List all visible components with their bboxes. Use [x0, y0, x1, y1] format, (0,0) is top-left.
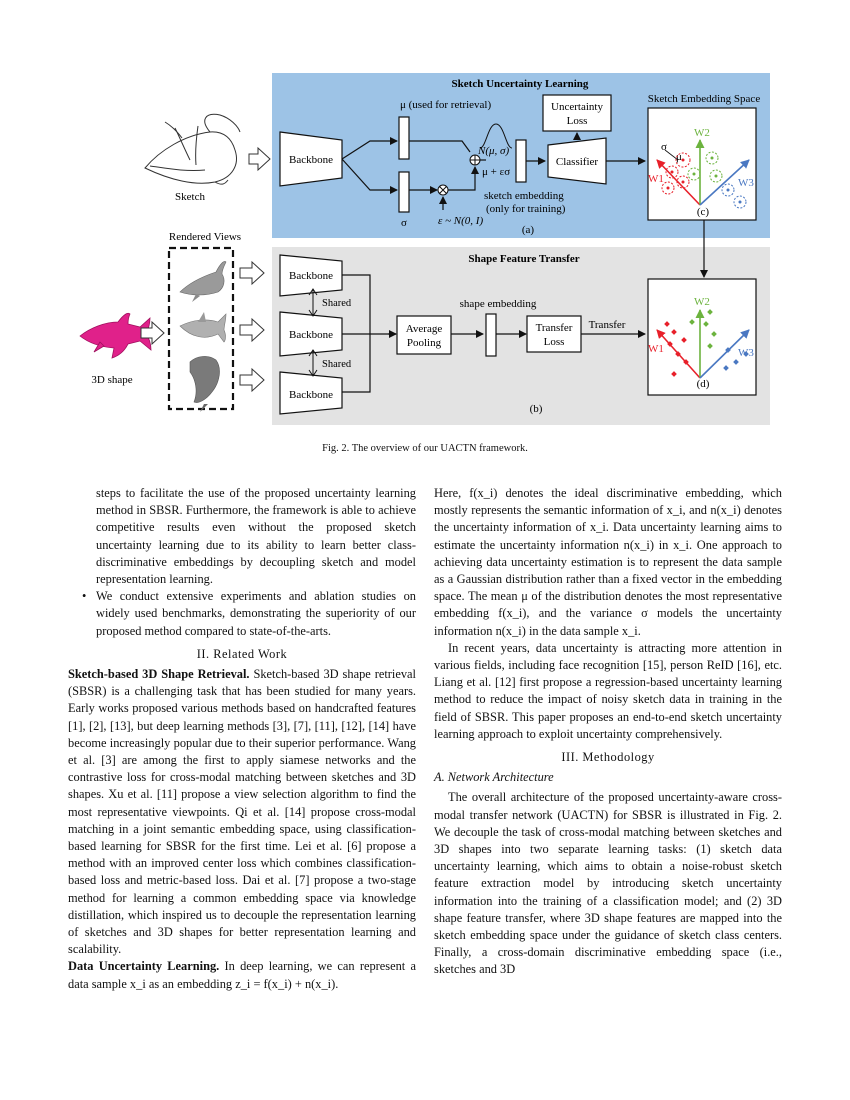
shared-label-2: Shared	[322, 359, 352, 370]
sketch-whale-drawing	[144, 113, 241, 185]
bullet-1-tail: steps to facilitate the use of the propo…	[96, 486, 416, 587]
space-d-label: (d)	[697, 378, 710, 390]
sketch-distribution-centers	[666, 156, 742, 204]
section-2-heading: II. Related Work	[196, 646, 288, 661]
sketch-distribution-circles	[661, 151, 747, 209]
backbone-sketch	[279, 131, 343, 187]
arrow-view3-to-backbone	[239, 367, 265, 393]
epsilon-label: ε ~ N(0, I)	[438, 215, 483, 227]
backbone-view-3-label: Backbone	[289, 389, 333, 401]
paragraph-lead-uncertainty: Data Uncertainty Learning.	[68, 959, 220, 974]
w3-label-c: W3	[738, 177, 754, 189]
recent-years-paragraph: In recent years, data uncertainty is att…	[434, 640, 782, 741]
w3-vector-d	[699, 329, 750, 379]
uncertainty-loss-box	[542, 94, 612, 132]
shape-points-red	[664, 321, 689, 377]
subsection-a-heading: A. Network Architecture	[434, 770, 554, 785]
space-c-title: Sketch Embedding Space	[648, 93, 761, 105]
sketch-label: Sketch	[175, 191, 205, 203]
transfer-loss-label-1: Transfer	[536, 322, 573, 334]
backbone-sketch-label: Backbone	[289, 154, 333, 166]
sketch-embedding-vector	[515, 139, 527, 183]
transfer-loss-label-2: Loss	[544, 336, 565, 348]
classifier	[547, 137, 607, 185]
bullet-2: •We conduct extensive experiments and ab…	[82, 589, 416, 638]
sigma-vector	[398, 171, 410, 213]
backbone-view-1	[279, 254, 343, 297]
section-3-heading: III. Methodology	[561, 750, 655, 765]
backbone-view-3	[279, 371, 343, 415]
joint-embedding-space	[647, 278, 757, 396]
related-work-paragraph-2: Data Uncertainty Learning. In deep learn…	[68, 959, 416, 991]
normal-label: N(μ, σ)	[477, 145, 509, 157]
average-pooling-label-1: Average	[406, 323, 443, 335]
arrow-sketch-to-backbone	[248, 146, 271, 172]
uncertainty-loss-label-1: Uncertainty	[551, 101, 603, 113]
line-mu-to-plus	[409, 140, 471, 153]
w3-vector-c	[699, 159, 750, 206]
shape-points-blue	[723, 347, 749, 371]
figure-uactn-overview: Sketch Uncertainty Learning (a) Sketch B…	[79, 73, 770, 425]
rendered-view-3	[189, 356, 220, 412]
backbone-view-1-label: Backbone	[289, 270, 333, 282]
transfer-loss-box	[526, 315, 582, 353]
sketch-embedding-space	[647, 107, 757, 221]
shape-embedding-label: shape embedding	[460, 298, 537, 310]
figure-caption: Fig. 2. The overview of our UACTN framew…	[322, 443, 528, 454]
arrow-view2-to-backbone	[239, 317, 265, 343]
backbone-view-2-label: Backbone	[289, 329, 333, 341]
transfer-label: Transfer	[589, 319, 626, 331]
space-mu-label: μ	[676, 151, 682, 163]
embedding-label-1: sketch embedding	[484, 190, 564, 202]
shape-label: 3D shape	[91, 374, 132, 386]
bullet-icon: •	[82, 589, 87, 604]
gaussian-curve	[479, 123, 513, 149]
sigma-label: σ	[401, 217, 407, 229]
right-column: Here, f(x_i) denotes the ideal discrimin…	[434, 485, 782, 979]
paragraph-lead-sbsr: Sketch-based 3D Shape Retrieval.	[68, 667, 250, 682]
uncertainty-loss-label-2: Loss	[567, 115, 588, 127]
panel-b-label: (b)	[530, 403, 543, 415]
line-to-mu	[341, 137, 398, 160]
average-pooling-label-2: Pooling	[407, 337, 442, 349]
arrow-view1-to-backbone	[239, 260, 265, 286]
left-column: steps to facilitate the use of the propo…	[68, 485, 416, 993]
arrow-shape-to-views	[140, 320, 165, 346]
w1-vector-c	[656, 159, 701, 206]
panel-a-title: Sketch Uncertainty Learning	[452, 78, 589, 90]
panel-b-title: Shape Feature Transfer	[468, 253, 579, 265]
shared-label-1: Shared	[322, 298, 352, 309]
reparam-label: μ + εσ	[482, 166, 510, 178]
w2-label-d: W2	[694, 296, 710, 308]
line-to-sigma	[341, 158, 398, 194]
architecture-paragraph: The overall architecture of the proposed…	[434, 790, 782, 977]
w1-label-d: W1	[648, 343, 664, 355]
shared-arrow-2	[308, 349, 318, 377]
related-work-paragraph-1: Sketch-based 3D Shape Retrieval. Sketch-…	[68, 667, 416, 957]
space-c-label: (c)	[697, 206, 710, 218]
shared-arrow-1	[308, 288, 318, 317]
rendered-views-label: Rendered Views	[169, 231, 241, 243]
mu-label: μ (used for retrieval)	[400, 99, 491, 111]
mu-vector	[398, 116, 410, 160]
w2-label-c: W2	[694, 127, 710, 139]
space-sigma-label: σ	[661, 141, 667, 153]
3d-shape-shark	[79, 312, 152, 359]
uncertainty-paragraph: Here, f(x_i) denotes the ideal discrimin…	[434, 486, 782, 638]
shape-embedding-vector	[485, 313, 497, 357]
average-pooling-box	[396, 315, 452, 355]
shape-points-green	[689, 309, 717, 349]
rendered-view-2	[179, 312, 227, 343]
classifier-label: Classifier	[556, 156, 598, 168]
line-backbones-to-pooling	[342, 274, 396, 393]
rendered-view-1	[179, 261, 227, 302]
w1-label-c: W1	[648, 173, 664, 185]
embedding-label-2: (only for training)	[486, 203, 566, 215]
panel-a-label: (a)	[522, 224, 535, 236]
backbone-view-2	[279, 311, 343, 357]
line-multiply-to-plus	[448, 166, 479, 191]
